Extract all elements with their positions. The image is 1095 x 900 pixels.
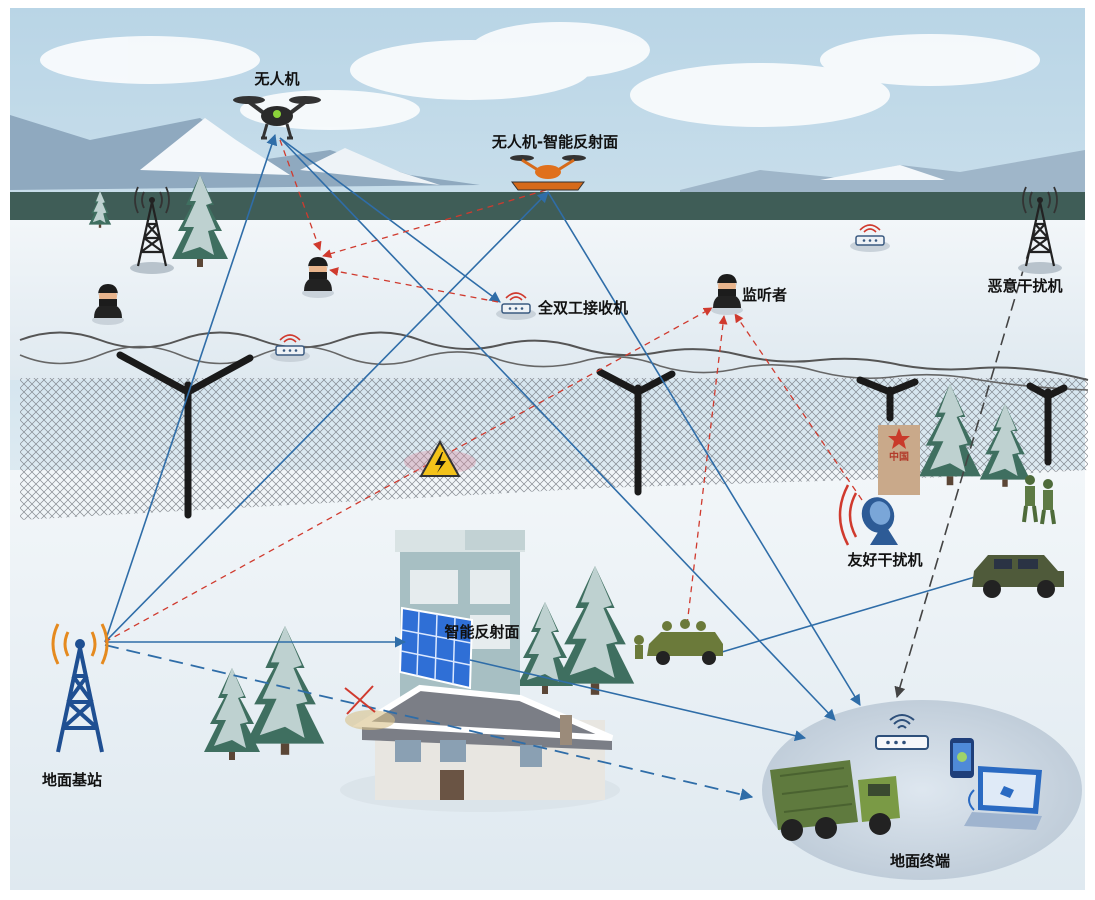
label-ground-terminal: 地面终端 <box>890 852 950 870</box>
label-ris: 智能反射面 <box>444 623 519 641</box>
warning-icon <box>404 439 476 477</box>
link-vehicle-humvee <box>721 571 987 653</box>
uav-ris-icon <box>510 155 586 191</box>
label-malicious-jammer: 恶意干扰机 <box>987 277 1062 295</box>
eaves-friendly-eavesdropper <box>734 313 863 501</box>
link-uav-terminal <box>279 137 836 721</box>
link-bs-uav <box>104 133 278 643</box>
router-icon <box>875 714 929 750</box>
satellite-dish-icon <box>838 484 898 546</box>
eaves-bs-eavesdropper <box>104 307 713 643</box>
blocked-mark <box>344 685 376 715</box>
link-ris-terminal <box>469 659 807 742</box>
military-jeep-icon <box>634 619 723 665</box>
label-ground-base-station: 地面基站 <box>42 771 102 789</box>
link-uavris-terminal <box>547 191 861 706</box>
label-uav-ris: 无人机-智能反射面 <box>491 133 618 151</box>
eavesdrop-links <box>104 139 863 643</box>
barbed-wire-fence <box>19 331 1089 520</box>
link-bs-uavris <box>104 191 549 643</box>
ground-terminal-zone <box>762 700 1082 880</box>
phone-icon <box>950 738 974 778</box>
truck-icon <box>770 760 900 841</box>
soldier-icon <box>1022 475 1056 525</box>
label-uav: 无人机 <box>253 70 299 88</box>
laptop-icon <box>964 766 1042 830</box>
border-sign: 中国 <box>878 425 920 495</box>
ground-base-station-icon <box>51 623 109 753</box>
eaves-uav-hacker <box>279 139 322 251</box>
drone-icon <box>233 96 321 140</box>
label-full-duplex-receiver: 全双工接收机 <box>537 299 628 317</box>
link-uav-receiver <box>279 137 501 303</box>
jamming-link <box>894 229 1036 699</box>
eaves-vehicle-eavesdropper <box>686 315 728 626</box>
blocked-link-bs-terminal <box>104 644 754 801</box>
mountains <box>10 115 1085 200</box>
military-vehicle-icon <box>972 555 1064 598</box>
house-icon <box>340 684 620 812</box>
labels: 无人机 无人机-智能反射面 全双工接收机 监听者 恶意干扰机 友好干扰机 智能反… <box>42 70 1063 870</box>
label-friendly-jammer: 友好干扰机 <box>847 551 922 569</box>
signal-links <box>104 133 987 742</box>
eaves-uavris-hacker <box>322 189 547 259</box>
ris-panel <box>398 606 474 690</box>
label-eavesdropper: 监听者 <box>742 286 787 304</box>
treeline <box>10 192 1085 222</box>
sign-text: 中国 <box>889 450 909 463</box>
